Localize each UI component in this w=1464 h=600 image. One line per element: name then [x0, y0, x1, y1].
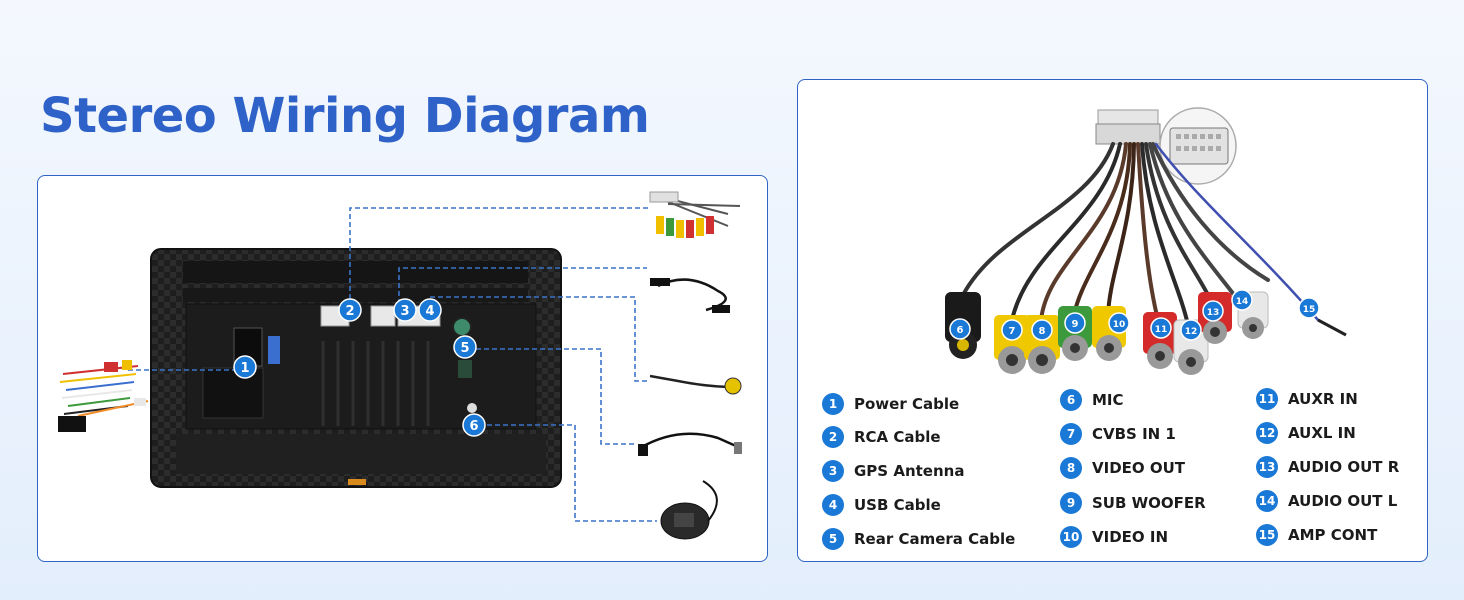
gps-antenna-accessory	[660, 480, 718, 540]
legend-item: 5 Rear Camera Cable	[822, 527, 1015, 551]
bundle-marker-14: 14	[1231, 289, 1253, 311]
bundle-marker-7: 7	[1001, 319, 1023, 341]
legend-item: 14 AUDIO OUT L	[1256, 489, 1397, 513]
legend-item: 10 VIDEO IN	[1060, 525, 1168, 549]
legend-item: 15 AMP CONT	[1256, 523, 1377, 547]
head-unit-back	[150, 248, 562, 488]
legend-label: VIDEO IN	[1092, 528, 1168, 546]
bundle-marker-14-label: 14	[1236, 297, 1249, 307]
bundle-marker-11-label: 11	[1155, 325, 1168, 335]
wiring-diagram: 1 2 3 4 5 6	[58, 191, 742, 540]
legend-label: AUXL IN	[1288, 424, 1356, 442]
bundle-marker-12: 12	[1180, 319, 1202, 341]
bundle-marker-13: 13	[1202, 300, 1224, 322]
cable-legend-panel: 6 7 8 9 10 11 12 13 14 15 1 Power Cable …	[797, 79, 1428, 562]
bundle-marker-15-label: 15	[1303, 305, 1316, 315]
legend-badge: 10	[1060, 526, 1082, 548]
bundle-marker-7-label: 7	[1009, 326, 1016, 337]
legend-badge: 7	[1060, 423, 1082, 445]
legend-badge: 12	[1256, 422, 1278, 444]
legend-badge: 1	[822, 393, 844, 415]
bundle-marker-11: 11	[1150, 317, 1172, 339]
legend-label: AUDIO OUT R	[1288, 458, 1400, 476]
power-harness-accessory	[58, 360, 149, 432]
legend-label: AMP CONT	[1288, 526, 1378, 544]
diagram-marker-3: 3	[393, 298, 417, 322]
bundle-marker-6-label: 6	[957, 325, 964, 336]
diagram-marker-1: 1	[233, 355, 257, 379]
rear-camera-cable-accessory	[649, 374, 742, 395]
legend-badge: 2	[822, 426, 844, 448]
rca-cable-accessory	[649, 191, 741, 238]
legend-item: 13 AUDIO OUT R	[1256, 455, 1399, 479]
legend-item: 11 AUXR IN	[1256, 387, 1358, 411]
legend-item: 12 AUXL IN	[1256, 421, 1356, 445]
page-title: Stereo Wiring Diagram	[40, 88, 650, 144]
diagram-marker-3-label: 3	[400, 304, 409, 319]
bundle-marker-9-label: 9	[1072, 319, 1079, 330]
bundle-marker-8-label: 8	[1039, 326, 1046, 337]
diagram-marker-2-label: 2	[345, 304, 354, 319]
diagram-marker-4: 4	[418, 298, 442, 322]
amp-cont-wire-end	[1317, 318, 1347, 337]
legend-badge: 15	[1256, 524, 1278, 546]
bundle-marker-15: 15	[1298, 297, 1320, 319]
legend-badge: 4	[822, 494, 844, 516]
legend-label: RCA Cable	[854, 428, 941, 446]
legend-label: AUDIO OUT L	[1288, 492, 1398, 510]
bundle-marker-8: 8	[1031, 319, 1053, 341]
legend-item: 3 GPS Antenna	[822, 459, 964, 483]
legend-label: AUXR IN	[1288, 390, 1358, 408]
bundle-marker-9: 9	[1064, 312, 1086, 334]
legend-label: Power Cable	[854, 395, 960, 413]
legend-item: 4 USB Cable	[822, 493, 941, 517]
bundle-marker-10: 10	[1108, 312, 1130, 334]
legend-label: GPS Antenna	[854, 462, 965, 480]
legend-label: USB Cable	[854, 496, 941, 514]
legend-badge: 5	[822, 528, 844, 550]
legend-badge: 8	[1060, 457, 1082, 479]
legend-item: 6 MIC	[1060, 388, 1124, 412]
legend-badge: 14	[1256, 490, 1278, 512]
legend-badge: 3	[822, 460, 844, 482]
legend-label: CVBS IN 1	[1092, 425, 1176, 443]
legend-label: MIC	[1092, 391, 1124, 409]
diagram-marker-6-label: 6	[469, 419, 478, 434]
legend-badge: 11	[1256, 388, 1278, 410]
usb-cable-accessory	[650, 278, 730, 313]
bundle-marker-10-label: 10	[1113, 320, 1126, 330]
bundle-marker-6: 6	[949, 318, 971, 340]
legend-item: 7 CVBS IN 1	[1060, 422, 1176, 446]
legend-item: 8 VIDEO OUT	[1060, 456, 1185, 480]
legend-label: VIDEO OUT	[1092, 459, 1186, 477]
diagram-marker-5: 5	[453, 335, 477, 359]
legend-label: SUB WOOFER	[1092, 494, 1206, 512]
diagram-marker-5-label: 5	[460, 341, 469, 356]
cable-bundle: 6 7 8 9 10 11 12 13 14 15	[945, 107, 1347, 375]
legend-badge: 9	[1060, 492, 1082, 514]
gps-lead-accessory	[638, 432, 742, 456]
legend-badge: 6	[1060, 389, 1082, 411]
diagram-marker-4-label: 4	[425, 304, 434, 319]
bundle-marker-13-label: 13	[1207, 308, 1220, 318]
diagram-marker-1-label: 1	[240, 361, 249, 376]
legend-label: Rear Camera Cable	[854, 530, 1016, 548]
wiring-diagram-panel: 1 2 3 4 5 6	[37, 175, 768, 562]
legend-item: 1 Power Cable	[822, 392, 959, 416]
legend-badge: 13	[1256, 456, 1278, 478]
bundle-marker-12-label: 12	[1185, 327, 1198, 337]
legend-item: 2 RCA Cable	[822, 425, 941, 449]
diagram-marker-6: 6	[462, 413, 486, 437]
legend-item: 9 SUB WOOFER	[1060, 491, 1206, 515]
diagram-marker-2: 2	[338, 298, 362, 322]
